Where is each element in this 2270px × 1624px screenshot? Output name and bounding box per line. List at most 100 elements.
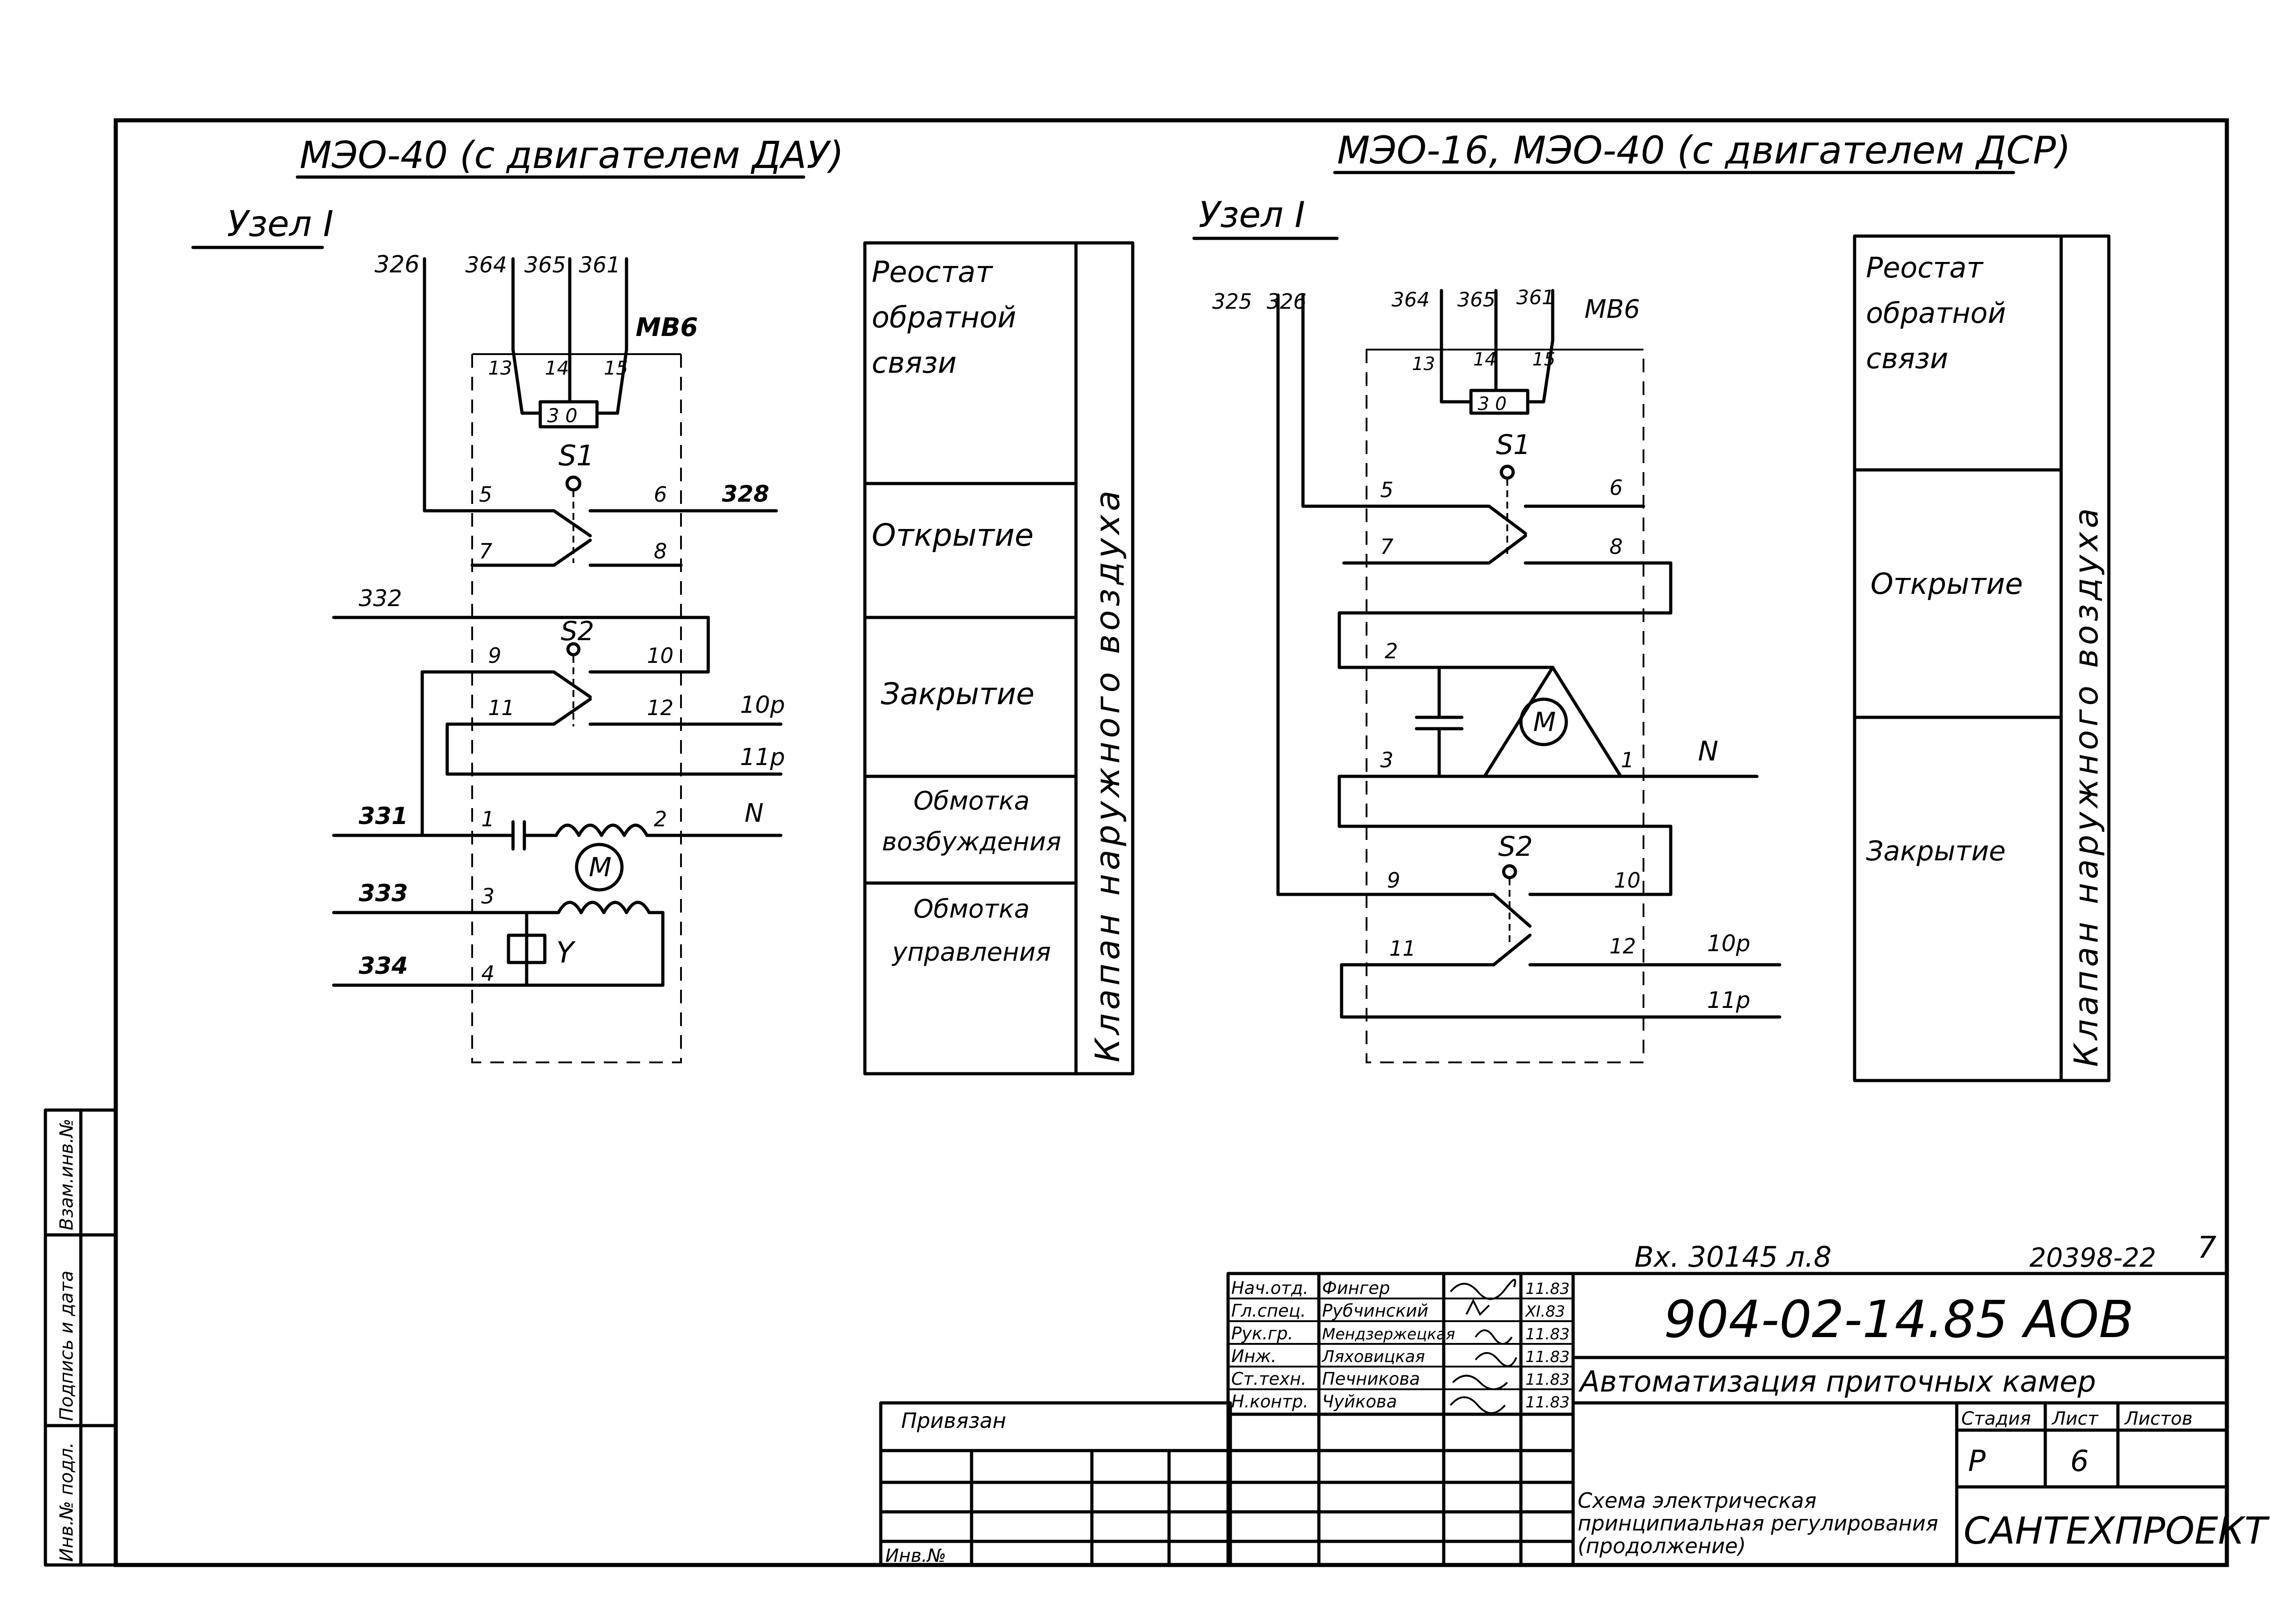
left-wire-n: N <box>745 799 764 828</box>
sig-name-2: Мендзержецкая <box>1322 1325 1455 1343</box>
left-pin-14: 14 <box>545 357 569 379</box>
reference-note: Вх. 30145 л.8 <box>1634 1240 1831 1274</box>
right-node-label: Узел I <box>1199 195 1305 236</box>
left-wire-364: 364 <box>465 252 507 278</box>
left-wire-365: 365 <box>524 252 566 278</box>
left-margin-stamp: Взам.инв.№ Подпись и дата Инв.№ подл. <box>44 1108 118 1567</box>
bound-label: Привязан <box>901 1408 1006 1433</box>
left-term-2: 2 <box>654 807 667 831</box>
sheets-header: Листов <box>2124 1408 2192 1429</box>
left-wire-328: 328 <box>722 481 769 507</box>
project-name: Автоматизация приточных камер <box>1578 1365 2096 1399</box>
right-term-12: 12 <box>1609 934 1636 958</box>
signature-row: Гл.спец. Рубчинский XI.83 <box>1231 1298 1565 1321</box>
sig-date-5: 11.83 <box>1525 1393 1569 1412</box>
right-wire-n: N <box>1698 735 1718 767</box>
left-wire-361: 361 <box>579 252 621 278</box>
right-term-1: 1 <box>1621 748 1634 772</box>
right-wire-10p: 10р <box>1707 930 1750 957</box>
left-term-9: 9 <box>488 643 501 668</box>
right-term-2: 2 <box>1385 639 1398 663</box>
right-wire-11p: 11р <box>1707 987 1750 1013</box>
right-table-row-open: Открытие <box>1870 568 2023 601</box>
right-module-switch-label: 3 0 <box>1478 394 1507 415</box>
right-table-row-close: Закрытие <box>1866 835 2006 867</box>
left-term-5: 5 <box>479 482 492 507</box>
sig-name-0: Фингер <box>1322 1278 1390 1298</box>
sig-name-5: Чуйкова <box>1322 1392 1397 1412</box>
inv-label: Инв.№ <box>885 1545 946 1566</box>
left-diagram: МЭО-40 (с двигателем ДАУ) Узел I 326 364… <box>191 134 844 1063</box>
sig-date-1: XI.83 <box>1525 1303 1565 1321</box>
sig-name-3: Ляховицкая <box>1321 1348 1425 1366</box>
stage-value: Р <box>1968 1445 1986 1478</box>
left-table-side-label: Клапан наружного воздуха <box>1088 487 1127 1062</box>
sig-role-2: Рук.гр. <box>1231 1323 1293 1343</box>
right-term-9: 9 <box>1387 868 1400 893</box>
left-wire-331: 331 <box>359 803 408 830</box>
right-module-label: МВ6 <box>1584 295 1640 324</box>
left-node-label: Узел I <box>227 204 334 245</box>
right-term-10: 10 <box>1614 868 1641 893</box>
sheet-corner-number: 7 <box>2197 1230 2216 1265</box>
signature-mark-5 <box>1450 1396 1506 1414</box>
sig-role-0: Нач.отд. <box>1231 1278 1308 1298</box>
margin-inv-original: Инв.№ подл. <box>56 1442 77 1562</box>
left-table-row-control: Обмотка управления <box>892 894 1051 967</box>
drawing-title: Схема электрическая принципиальная регул… <box>1578 1489 1939 1558</box>
left-switch-s1: S1 <box>558 439 594 472</box>
binding-table: Привязан Инв.№ <box>879 1401 1232 1567</box>
sig-role-5: Н.контр. <box>1231 1392 1308 1412</box>
right-term-3: 3 <box>1380 748 1393 772</box>
signature-row: Рук.гр. Мендзержецкая 11.83 <box>1231 1323 1569 1345</box>
right-diagram-title: МЭО-16, МЭО-40 (с двигателем ДСР) <box>1337 128 2071 173</box>
left-term-8: 8 <box>654 539 667 563</box>
left-term-3: 3 <box>481 884 494 908</box>
right-wire-364: 364 <box>1392 288 1430 311</box>
left-term-12: 12 <box>647 696 674 720</box>
left-wire-11p: 11р <box>740 744 785 771</box>
left-wire-332: 332 <box>359 585 402 612</box>
left-term-4: 4 <box>481 961 494 986</box>
left-table-row-close: Закрытие <box>881 676 1035 711</box>
left-table-row-excitation: Обмотка возбуждения <box>882 786 1061 857</box>
signature-mark-4 <box>1452 1375 1508 1390</box>
left-term-11: 11 <box>488 696 515 720</box>
left-legend-table: Реостат обратной связи Открытие Закрытие… <box>863 241 1135 1076</box>
organization-name: САНТЕХПРОЕКТ <box>1964 1510 2270 1553</box>
right-term-6: 6 <box>1609 475 1623 500</box>
left-table-row-rheostat: Реостат обратной связи <box>872 256 1017 380</box>
left-switch-s2: S2 <box>561 616 594 647</box>
sig-date-2: 11.83 <box>1525 1325 1569 1343</box>
sheet-header: Лист <box>2051 1408 2099 1429</box>
left-module-label: МВ6 <box>636 313 698 342</box>
sig-name-4: Печникова <box>1322 1369 1420 1389</box>
sig-role-3: Инж. <box>1231 1346 1277 1366</box>
left-wire-10p: 10р <box>740 691 785 719</box>
right-wire-361: 361 <box>1516 286 1554 309</box>
right-switch-s2: S2 <box>1498 831 1533 863</box>
sig-name-1: Рубчинский <box>1322 1301 1428 1321</box>
signature-row: Инж. Ляховицкая 11.83 <box>1231 1346 1569 1367</box>
left-motor-label: M <box>589 852 612 883</box>
left-term-6: 6 <box>654 482 667 507</box>
right-table-side-label: Клапан наружного воздуха <box>2067 504 2105 1067</box>
right-wire-365: 365 <box>1457 288 1495 311</box>
signature-mark-1 <box>1466 1298 1490 1316</box>
signature-row: Нач.отд. Фингер 11.83 <box>1231 1278 1569 1300</box>
title-block: Вх. 30145 л.8 20398-22 7 Нач.отд. Фингер… <box>1226 1230 2270 1567</box>
signature-mark-3 <box>1475 1352 1517 1367</box>
right-term-5: 5 <box>1380 478 1393 502</box>
sheet-value: 6 <box>2070 1445 2089 1478</box>
right-pin-13: 13 <box>1412 354 1435 375</box>
right-term-7: 7 <box>1380 534 1393 559</box>
sig-date-4: 11.83 <box>1525 1371 1569 1389</box>
left-wire-333: 333 <box>359 880 408 907</box>
right-switch-s1: S1 <box>1496 429 1530 461</box>
sig-role-4: Ст.техн. <box>1231 1369 1307 1389</box>
left-module-switch-label: 3 0 <box>547 405 577 427</box>
left-brake-coil <box>507 933 547 964</box>
drawing-code: 904-02-14.85 АОВ <box>1664 1290 2134 1349</box>
stage-header: Стадия <box>1961 1408 2031 1429</box>
